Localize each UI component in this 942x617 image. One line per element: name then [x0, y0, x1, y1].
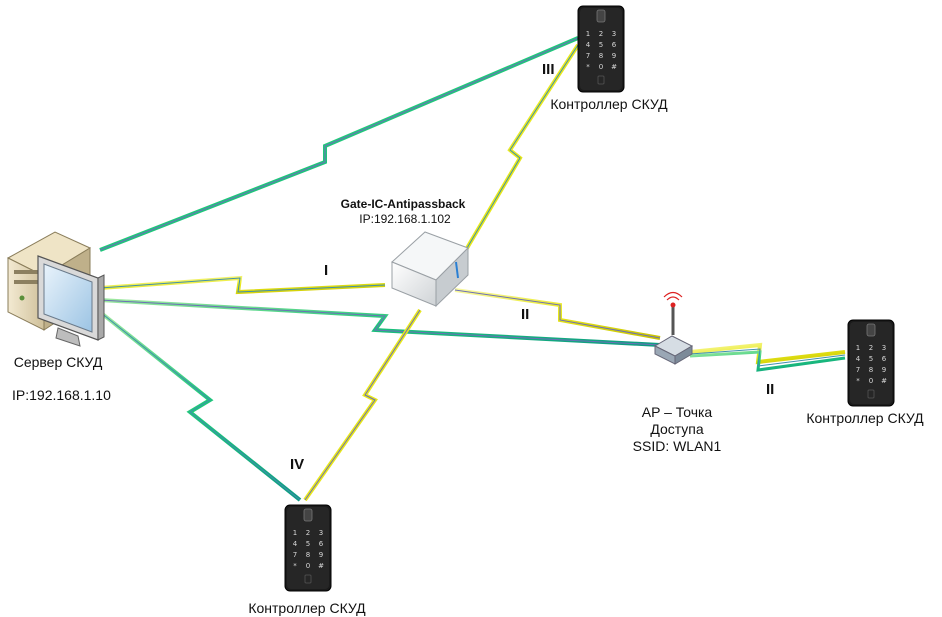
link-label-two-b: II — [766, 381, 775, 398]
keypad-key: 4 — [856, 355, 861, 363]
keypad-key: 8 — [869, 366, 873, 374]
keypad-key: 8 — [306, 551, 310, 559]
access-point-line1: AP – Точка — [641, 404, 713, 420]
access-point-ssid: SSID: WLAN1 — [632, 438, 722, 454]
keypad-key: 1 — [586, 30, 590, 38]
link-server-controller-bottom — [98, 310, 302, 502]
keypad-key: 7 — [293, 551, 297, 559]
keypad-key: 0 — [869, 377, 873, 385]
controller-bottom-label: Контроллер СКУД — [248, 600, 366, 616]
link-antipassback-controller-bottom — [303, 308, 422, 502]
keypad-key: 3 — [882, 344, 886, 352]
keypad-key: 9 — [319, 551, 323, 559]
link-label-one: I — [324, 262, 329, 279]
keypad-key: * — [293, 562, 297, 570]
access-point-line2: Доступа — [650, 421, 704, 437]
server-computer-icon — [6, 231, 105, 347]
keypad-key: 5 — [869, 355, 873, 363]
keypad-key: * — [856, 377, 860, 385]
keypad-key: 2 — [869, 344, 873, 352]
keypad-key: 4 — [293, 540, 298, 548]
keypad-key: 5 — [599, 41, 603, 49]
antipassback-ip: IP:192.168.1.102 — [359, 212, 451, 226]
keypad-key: 2 — [599, 30, 603, 38]
link-access-point-controller-right — [689, 342, 846, 372]
antipassback-router-icon — [391, 231, 469, 308]
keypad-key: # — [611, 63, 617, 71]
link-server-controller-top — [99, 36, 579, 252]
controller-top-label: Контроллер СКУД — [550, 96, 668, 112]
controller-right-label: Контроллер СКУД — [806, 410, 924, 426]
keypad-key: 5 — [306, 540, 310, 548]
keypad-key: 3 — [319, 529, 323, 537]
link-label-four: IV — [290, 456, 305, 473]
keypad-key: # — [881, 377, 887, 385]
link-antipassback-access-point — [454, 288, 661, 340]
access-point-icon — [653, 291, 694, 365]
keypad-key: 6 — [612, 41, 617, 49]
server-label: Сервер СКУД — [13, 354, 103, 370]
antipassback-name: Gate-IC-Antipassback — [340, 197, 466, 211]
keypad-key: 6 — [882, 355, 887, 363]
server-ip: IP:192.168.1.10 — [12, 387, 111, 403]
keypad-key: 1 — [293, 529, 297, 537]
keypad-key: 3 — [612, 30, 616, 38]
keypad-key: 7 — [856, 366, 860, 374]
link-label-three: III — [542, 61, 555, 78]
keypad-key: 0 — [599, 63, 603, 71]
keypad-key: 7 — [586, 52, 590, 60]
keypad-key: 0 — [306, 562, 310, 570]
keypad-key: 2 — [306, 529, 310, 537]
link-server-access-point — [99, 298, 661, 347]
keypad-key: 1 — [856, 344, 860, 352]
keypad-key: 8 — [599, 52, 603, 60]
keypad-key: 4 — [586, 41, 591, 49]
keypad-key: # — [318, 562, 324, 570]
link-server-antipassback — [99, 275, 386, 295]
link-label-two-a: II — [521, 306, 530, 323]
link-antipassback-controller-top — [458, 43, 580, 262]
keypad-key: 6 — [319, 540, 324, 548]
keypad-key: * — [586, 63, 590, 71]
keypad-key: 9 — [882, 366, 886, 374]
keypad-key: 9 — [612, 52, 616, 60]
